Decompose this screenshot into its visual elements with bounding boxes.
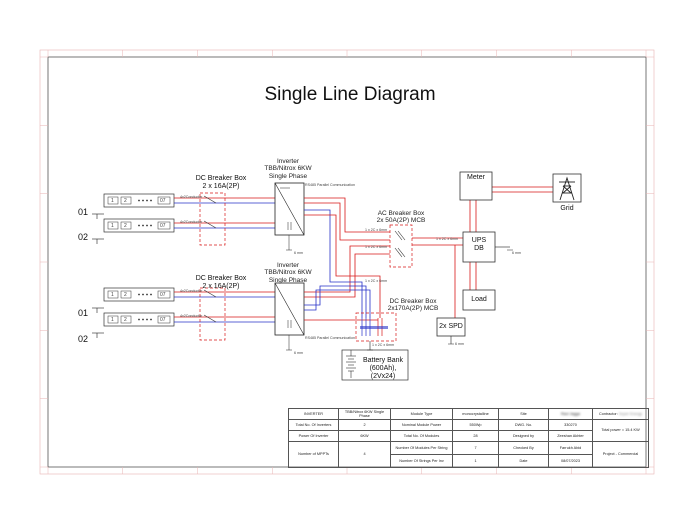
ups-db-box (462, 231, 496, 263)
table-cell: Number Of Modules Per String (390, 441, 453, 455)
battery-cable-label: 1 x 2C x 6mm (365, 279, 388, 283)
table-cell: Module Type (390, 408, 453, 420)
earth-label: 6 mm (294, 251, 303, 255)
table-cell: Contractor: Super Energy (592, 408, 649, 420)
table-cell: Total power = 15.4 KW (592, 419, 649, 442)
table-cell: 1 (452, 454, 499, 468)
rs485-label: RS485 Parallel Communication (305, 336, 355, 340)
ac-cable-label: 1 x 2C x 6mm (365, 245, 388, 249)
pv-cable-label: 4x2Conductor (180, 289, 203, 293)
ac-breaker-box (389, 224, 413, 268)
module-label: 1 (111, 292, 114, 298)
table-cell: 2 (338, 419, 391, 431)
dc-breaker-box-2 (199, 287, 226, 341)
table-cell: monocrystalline (452, 408, 499, 420)
ac-cable-label: 1 x 2C x 6mm (365, 228, 388, 232)
table-cell: Zeeshan Akhter (548, 430, 593, 442)
pv-cable-label: 4x2Conductor (180, 314, 203, 318)
module-label: 2 (124, 292, 127, 298)
table-cell: Total No. Of Inverters (288, 419, 339, 431)
battery-bank-label: Battery Bank(600Ah), (2Vx24) (362, 357, 404, 381)
table-cell: 6KW (338, 430, 391, 442)
inverter-2-symbol (274, 282, 305, 350)
title-block-table: INVERTER TBB/Nitrox 6KW Single Phase Mod… (288, 408, 649, 468)
string-label-2: 02 (78, 232, 89, 242)
table-cell: Checked By (498, 441, 549, 455)
module-label: 1 (111, 223, 114, 229)
table-cell: DWG. No. (498, 419, 549, 431)
module-label: 2 (124, 198, 127, 204)
table-cell: Project - Commercial (592, 441, 649, 468)
module-label: 07 (160, 223, 166, 229)
grid-label: Grid (560, 205, 574, 212)
meter-box (459, 171, 493, 201)
table-cell: Designed by (498, 430, 549, 442)
pv-cable-label: 4x2Conductor (180, 220, 203, 224)
battery-bank-symbol (346, 350, 356, 378)
table-cell: Farrukh Abid (548, 441, 593, 455)
table-cell: Number of MPPTs (288, 441, 339, 468)
table-cell: 330270 (548, 419, 593, 431)
dc-breaker-box-1 (199, 192, 226, 246)
inverter-1-symbol (274, 182, 305, 250)
module-label: 1 (111, 198, 114, 204)
table-cell: Site (498, 408, 549, 420)
module-label: 07 (160, 317, 166, 323)
string-label-3: 01 (78, 308, 89, 318)
ac-cable-label: 1 x 2C x 6mm (436, 237, 459, 241)
load-label: Load (471, 296, 487, 303)
table-cell: INVERTER (288, 408, 339, 420)
module-label: 07 (160, 198, 166, 204)
grid-tower-icon (552, 173, 582, 203)
pv-cable-label: 4x2Conductor (180, 195, 203, 199)
module-label: 2 (124, 223, 127, 229)
meter-label: Meter (467, 174, 485, 181)
module-label: 07 (160, 292, 166, 298)
table-cell: Date (498, 454, 549, 468)
battery-breaker-box (355, 312, 397, 342)
pv-string-group-1 (103, 193, 175, 327)
table-cell: 550Wp (452, 419, 499, 431)
earth-label: 6 mm (512, 251, 521, 255)
earth-label: 6 mm (455, 342, 464, 346)
rs485-label: RS485 Parallel Communication (305, 183, 355, 187)
string-label-1: 01 (78, 207, 89, 217)
table-cell: TBB/Nitrox 6KW Single Phase (338, 408, 391, 420)
table-cell: Total No. Of Modules (390, 430, 453, 442)
spd-label: 2x SPD (439, 323, 463, 330)
table-cell: Number Of Strings Per Inv (390, 454, 453, 468)
table-cell: Nominal Module Power (390, 419, 453, 431)
table-cell: 7 (452, 441, 499, 455)
earth-label: 6 mm (294, 351, 303, 355)
table-cell: 4 (338, 441, 391, 468)
load-box (462, 289, 496, 311)
string-label-4: 02 (78, 334, 89, 344)
table-cell: Ravi Jagga (548, 408, 593, 420)
table-cell: 08/07/2023 (548, 454, 593, 468)
module-label: 1 (111, 317, 114, 323)
module-label: 2 (124, 317, 127, 323)
table-cell: 28 (452, 430, 499, 442)
page-title: Single Line Diagram (264, 84, 436, 105)
battery-cable-label: 1 x 2C x 6mm (372, 343, 395, 347)
table-cell: Power Of Inverter (288, 430, 339, 442)
